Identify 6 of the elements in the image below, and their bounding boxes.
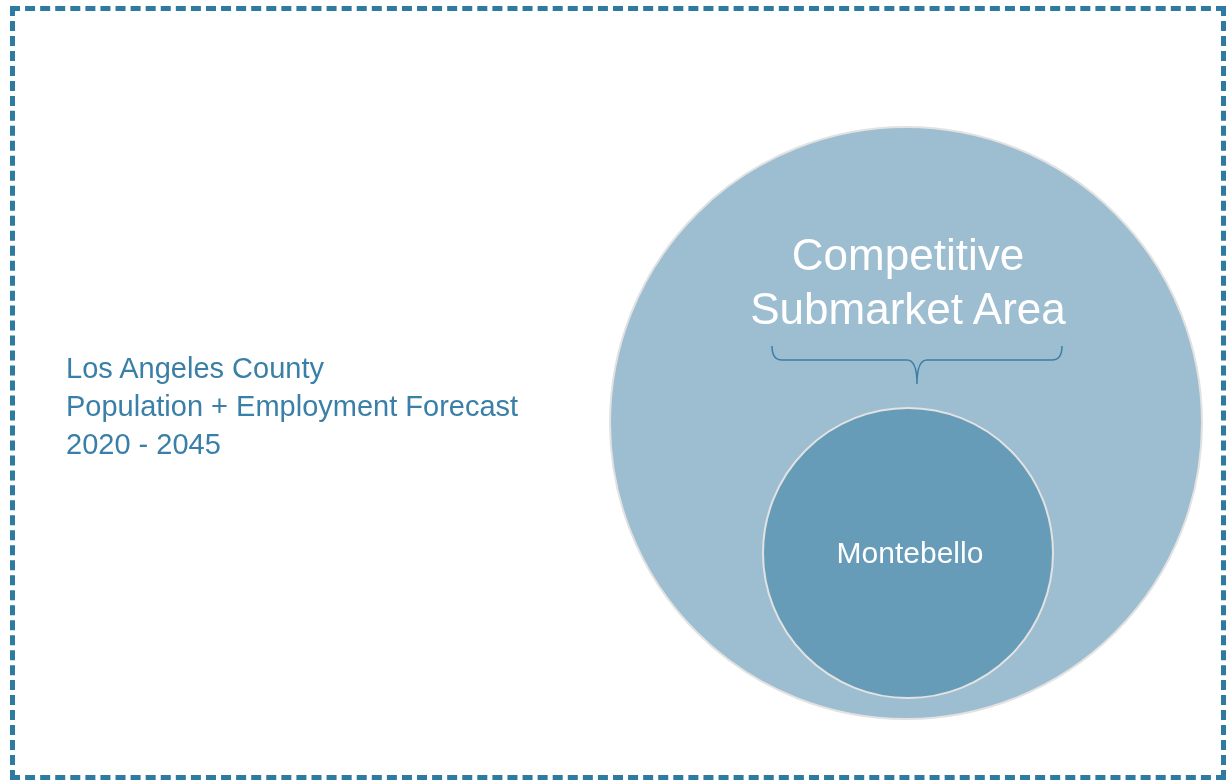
forecast-text: 2020 - 2045: [66, 427, 221, 461]
dashed-frame: [10, 6, 1226, 780]
circle-title: Competitive Submarket Area: [749, 229, 1067, 335]
forecast-text: Los Angeles County: [66, 351, 324, 385]
forecast-text: Population + Employment Forecast: [66, 389, 519, 423]
city-label: Montebello: [835, 535, 985, 571]
